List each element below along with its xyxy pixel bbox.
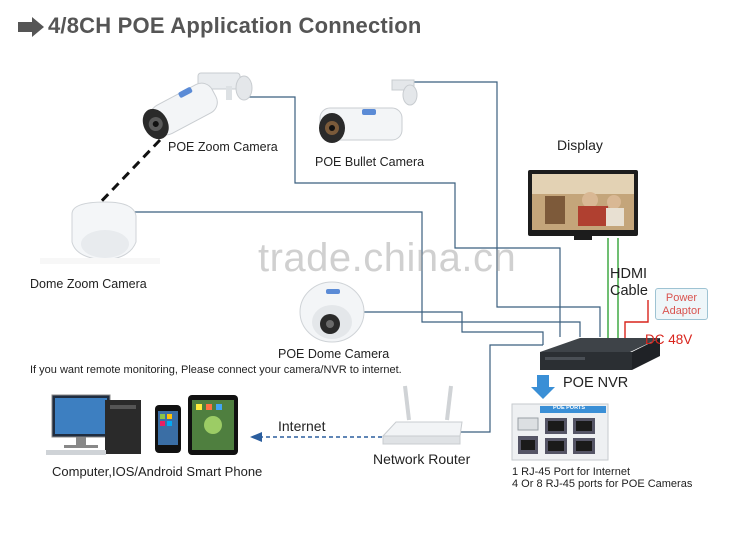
computer-phone-label: Computer,IOS/Android Smart Phone bbox=[52, 464, 263, 479]
hdmi-cable-label: HDMI Cable bbox=[610, 266, 648, 300]
dc-voltage-label: DC 48V bbox=[645, 332, 693, 347]
poe-bullet-camera-label: POE Bullet Camera bbox=[315, 155, 425, 169]
hdmi-label: HDMI bbox=[610, 266, 648, 282]
tablet-icon bbox=[188, 395, 238, 455]
port-note-1: 1 RJ-45 Port for Internet bbox=[512, 466, 630, 478]
cable-label: Cable bbox=[610, 283, 648, 299]
dome-camera-icon bbox=[40, 201, 160, 264]
watermark: trade.china.cn bbox=[258, 236, 517, 280]
power-adaptor: Power Adaptor bbox=[655, 288, 708, 320]
router-icon bbox=[381, 385, 463, 445]
poe-dome-camera-label: POE Dome Camera bbox=[278, 347, 390, 361]
remote-monitoring-note: If you want remote monitoring, Please co… bbox=[30, 364, 402, 376]
poe-cables bbox=[120, 81, 601, 433]
adaptor-label: Adaptor bbox=[662, 305, 701, 317]
wireless-link bbox=[93, 138, 162, 210]
bullet-camera-icon bbox=[142, 72, 253, 140]
bullet-camera-icon bbox=[319, 79, 418, 143]
network-router-label: Network Router bbox=[373, 451, 471, 467]
poe-nvr-label: POE NVR bbox=[563, 375, 629, 391]
nvr-ports-panel bbox=[511, 403, 609, 461]
power-label: Power bbox=[665, 292, 698, 304]
monitor-icon bbox=[528, 170, 638, 240]
port-note-2: 4 Or 8 RJ-45 ports for POE Cameras bbox=[512, 478, 693, 490]
page-title: 4/8CH POE Application Connection bbox=[48, 13, 422, 38]
dome-camera-icon bbox=[299, 281, 365, 343]
poe-zoom-camera-label: POE Zoom Camera bbox=[168, 140, 278, 154]
internet-label: Internet bbox=[278, 418, 326, 434]
dome-zoom-camera-label: Dome Zoom Camera bbox=[30, 277, 147, 291]
phone-icon bbox=[155, 405, 181, 453]
nvr-icon bbox=[540, 338, 660, 370]
display-label: Display bbox=[557, 137, 603, 153]
poe-ports-label: POE PORTS bbox=[553, 405, 586, 411]
nvr-arrow-icon bbox=[531, 375, 555, 399]
computer-icon bbox=[46, 394, 141, 455]
arrow-right-icon bbox=[18, 17, 44, 37]
power-cable bbox=[624, 300, 649, 338]
internet-arrowhead bbox=[250, 432, 262, 442]
